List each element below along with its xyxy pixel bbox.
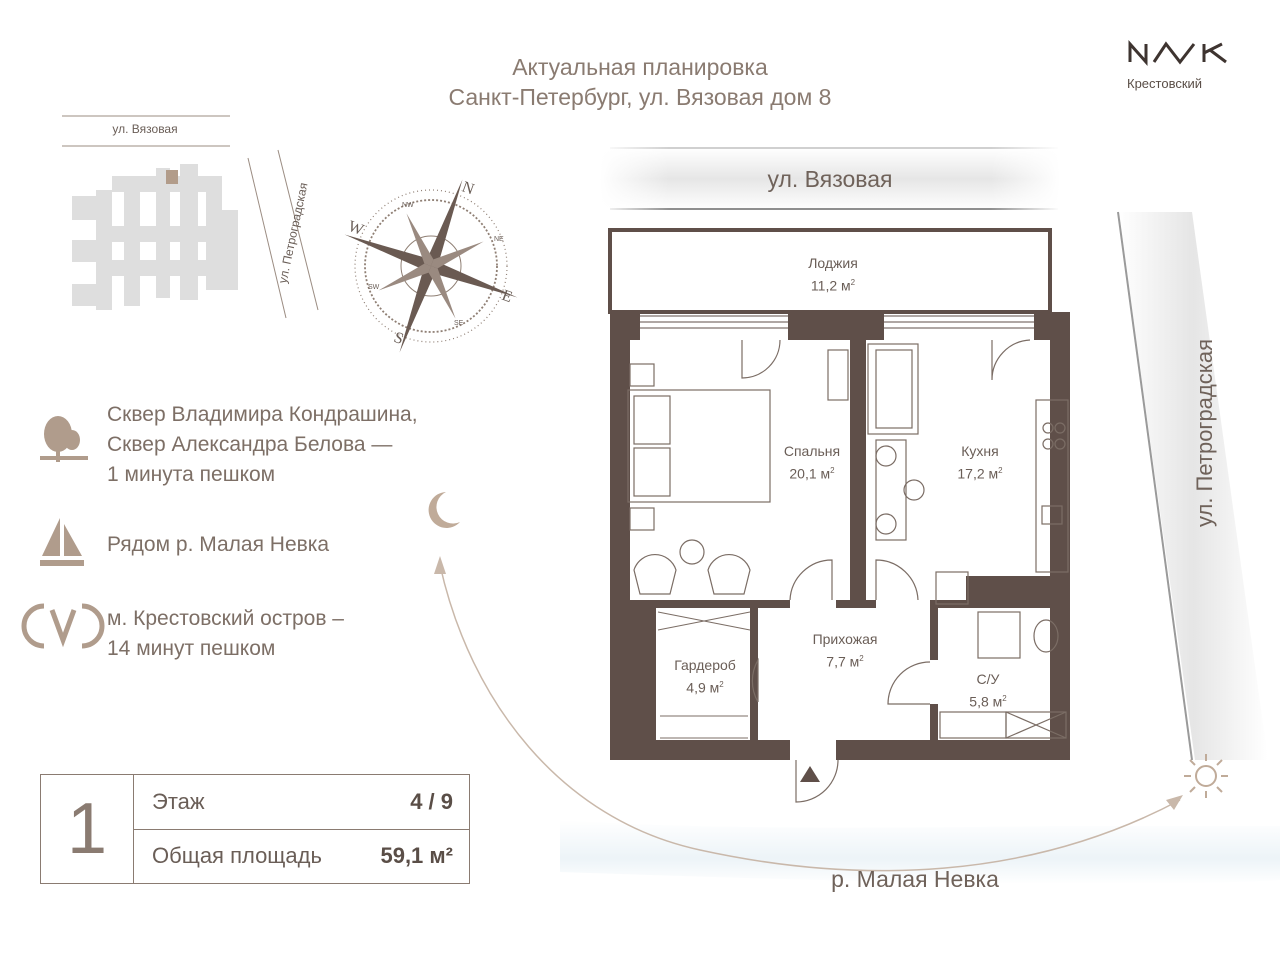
room-bedroom-name: Спальня bbox=[783, 443, 841, 459]
area-value: 59,1 м² bbox=[380, 843, 453, 868]
feature-metro: м. Крестовский остров – 14 минут пешком bbox=[107, 604, 344, 664]
compass-rose-icon bbox=[344, 179, 518, 353]
room-kitchen-sup: 2 bbox=[998, 466, 1003, 475]
room-wardrobe-name: Гардероб bbox=[674, 657, 736, 673]
feature-river: Рядом р. Малая Невка bbox=[107, 530, 329, 560]
room-loggia-area: 11,2 м bbox=[810, 277, 851, 294]
building-number: 1 bbox=[41, 775, 134, 883]
sun-icon bbox=[1184, 754, 1228, 798]
compass-nw-label: NW bbox=[402, 202, 414, 209]
park-tree-icon bbox=[40, 416, 88, 462]
floor-row: Этаж 4 / 9 bbox=[133, 775, 469, 830]
street-label-top: ул. Вязовая bbox=[767, 166, 893, 192]
room-loggia-sup: 2 bbox=[850, 278, 856, 287]
sailboat-icon bbox=[40, 518, 84, 566]
room-bedroom-sup: 2 bbox=[830, 466, 835, 475]
moon-icon bbox=[428, 492, 460, 528]
area-row: Общая площадь 59,1 м² bbox=[133, 829, 469, 883]
feature-metro-line1: м. Крестовский остров – bbox=[107, 607, 344, 630]
room-wardrobe-sup: 2 bbox=[719, 680, 724, 689]
sun-path-arc bbox=[434, 556, 1183, 872]
room-bedroom: Спальня 20,1 м2 bbox=[770, 442, 854, 484]
room-hallway: Прихожая 7,7 м2 bbox=[792, 630, 898, 672]
room-bathroom-area: 5,8 м bbox=[969, 693, 1003, 710]
room-wardrobe: Гардероб 4,9 м2 bbox=[660, 656, 750, 698]
room-kitchen-area: 17,2 м bbox=[957, 465, 999, 482]
floor-label: Этаж bbox=[152, 789, 205, 814]
compass-se-label: SE bbox=[454, 320, 464, 327]
street-label-right: ул. Петроградская bbox=[1192, 338, 1217, 528]
summary-box: 1 Этаж 4 / 9 Общая площадь 59,1 м² bbox=[40, 774, 470, 884]
compass-sw-label: SW bbox=[368, 284, 380, 291]
feature-river-line1: Рядом р. Малая Невка bbox=[107, 533, 330, 556]
page-title-line2: Санкт-Петербург, ул. Вязовая дом 8 bbox=[448, 84, 832, 110]
page-title-line1: Актуальная планировка bbox=[512, 54, 768, 80]
logo-text: Крестовский bbox=[1127, 76, 1203, 91]
page-title: Актуальная планировка Санкт-Петербург, у… bbox=[0, 52, 1280, 112]
room-kitchen-name: Кухня bbox=[961, 443, 999, 459]
room-loggia-name: Лоджия bbox=[808, 255, 858, 271]
logo-mark-icon bbox=[1128, 40, 1227, 66]
area-label: Общая площадь bbox=[152, 843, 322, 868]
feature-park-line3: 1 минута пешком bbox=[107, 463, 276, 486]
feature-metro-line2: 14 минут пешком bbox=[107, 637, 276, 660]
floor-value: 4 / 9 bbox=[410, 789, 453, 814]
room-hallway-area: 7,7 м bbox=[826, 653, 860, 670]
room-hallway-name: Прихожая bbox=[812, 631, 878, 647]
feature-park-line2: Сквер Александра Белова — bbox=[107, 433, 393, 456]
room-kitchen: Кухня 17,2 м2 bbox=[942, 442, 1018, 484]
room-hallway-sup: 2 bbox=[859, 654, 864, 663]
street-band-top bbox=[600, 146, 1060, 212]
room-bathroom: С/У 5,8 м2 bbox=[950, 670, 1026, 712]
site-map-street-top: ул. Вязовая bbox=[112, 122, 178, 136]
street-band-right bbox=[1117, 211, 1268, 761]
entrance-arrow-icon bbox=[800, 766, 820, 782]
site-mini-map bbox=[62, 115, 319, 319]
room-loggia: Лоджия 11,2 м2 bbox=[770, 254, 896, 296]
feature-park: Сквер Владимира Кондрашина, Сквер Алекса… bbox=[107, 400, 418, 490]
apartment-plan bbox=[608, 228, 1070, 803]
room-bedroom-area: 20,1 м bbox=[789, 465, 831, 482]
room-wardrobe-area: 4,9 м bbox=[686, 679, 720, 696]
room-bathroom-name: С/У bbox=[976, 671, 1000, 687]
compass-ne-label: NE bbox=[494, 236, 504, 243]
feature-park-line1: Сквер Владимира Кондрашина, bbox=[107, 403, 418, 426]
river-label: р. Малая Невка bbox=[831, 866, 999, 892]
metro-icon bbox=[21, 603, 105, 649]
room-bathroom-sup: 2 bbox=[1002, 694, 1007, 703]
river-water bbox=[560, 820, 1280, 885]
